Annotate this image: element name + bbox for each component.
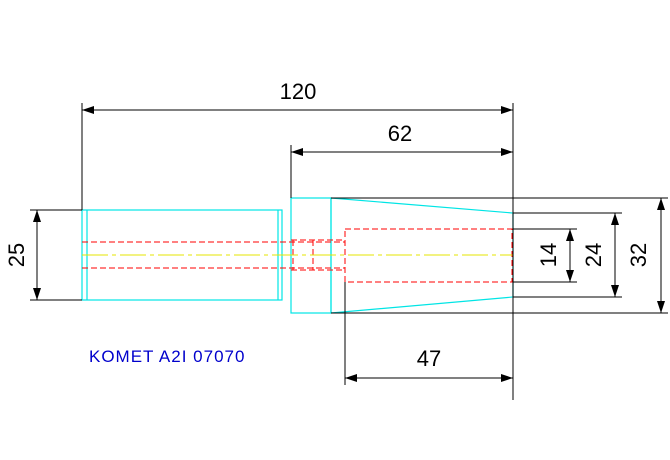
dim-text-overall-length: 120 (280, 79, 317, 104)
dim-text-body-length: 62 (388, 121, 412, 146)
dim-taper-small-diameter (513, 212, 622, 298)
dim-bore-diameter (513, 228, 577, 283)
dim-bore-depth (344, 282, 513, 385)
dim-text-bore-depth: 47 (417, 346, 441, 371)
dim-text-bore-diameter: 14 (536, 243, 561, 267)
part-label: KOMET A2I 07070 (89, 347, 245, 366)
dim-taper-large-diameter (331, 197, 668, 314)
dim-text-taper-small-diameter: 24 (581, 243, 606, 267)
dim-shank-diameter (30, 209, 82, 301)
dim-body-length (290, 145, 513, 198)
dim-text-shank-diameter: 25 (4, 243, 29, 267)
dim-text-taper-large-diameter: 32 (626, 243, 651, 267)
